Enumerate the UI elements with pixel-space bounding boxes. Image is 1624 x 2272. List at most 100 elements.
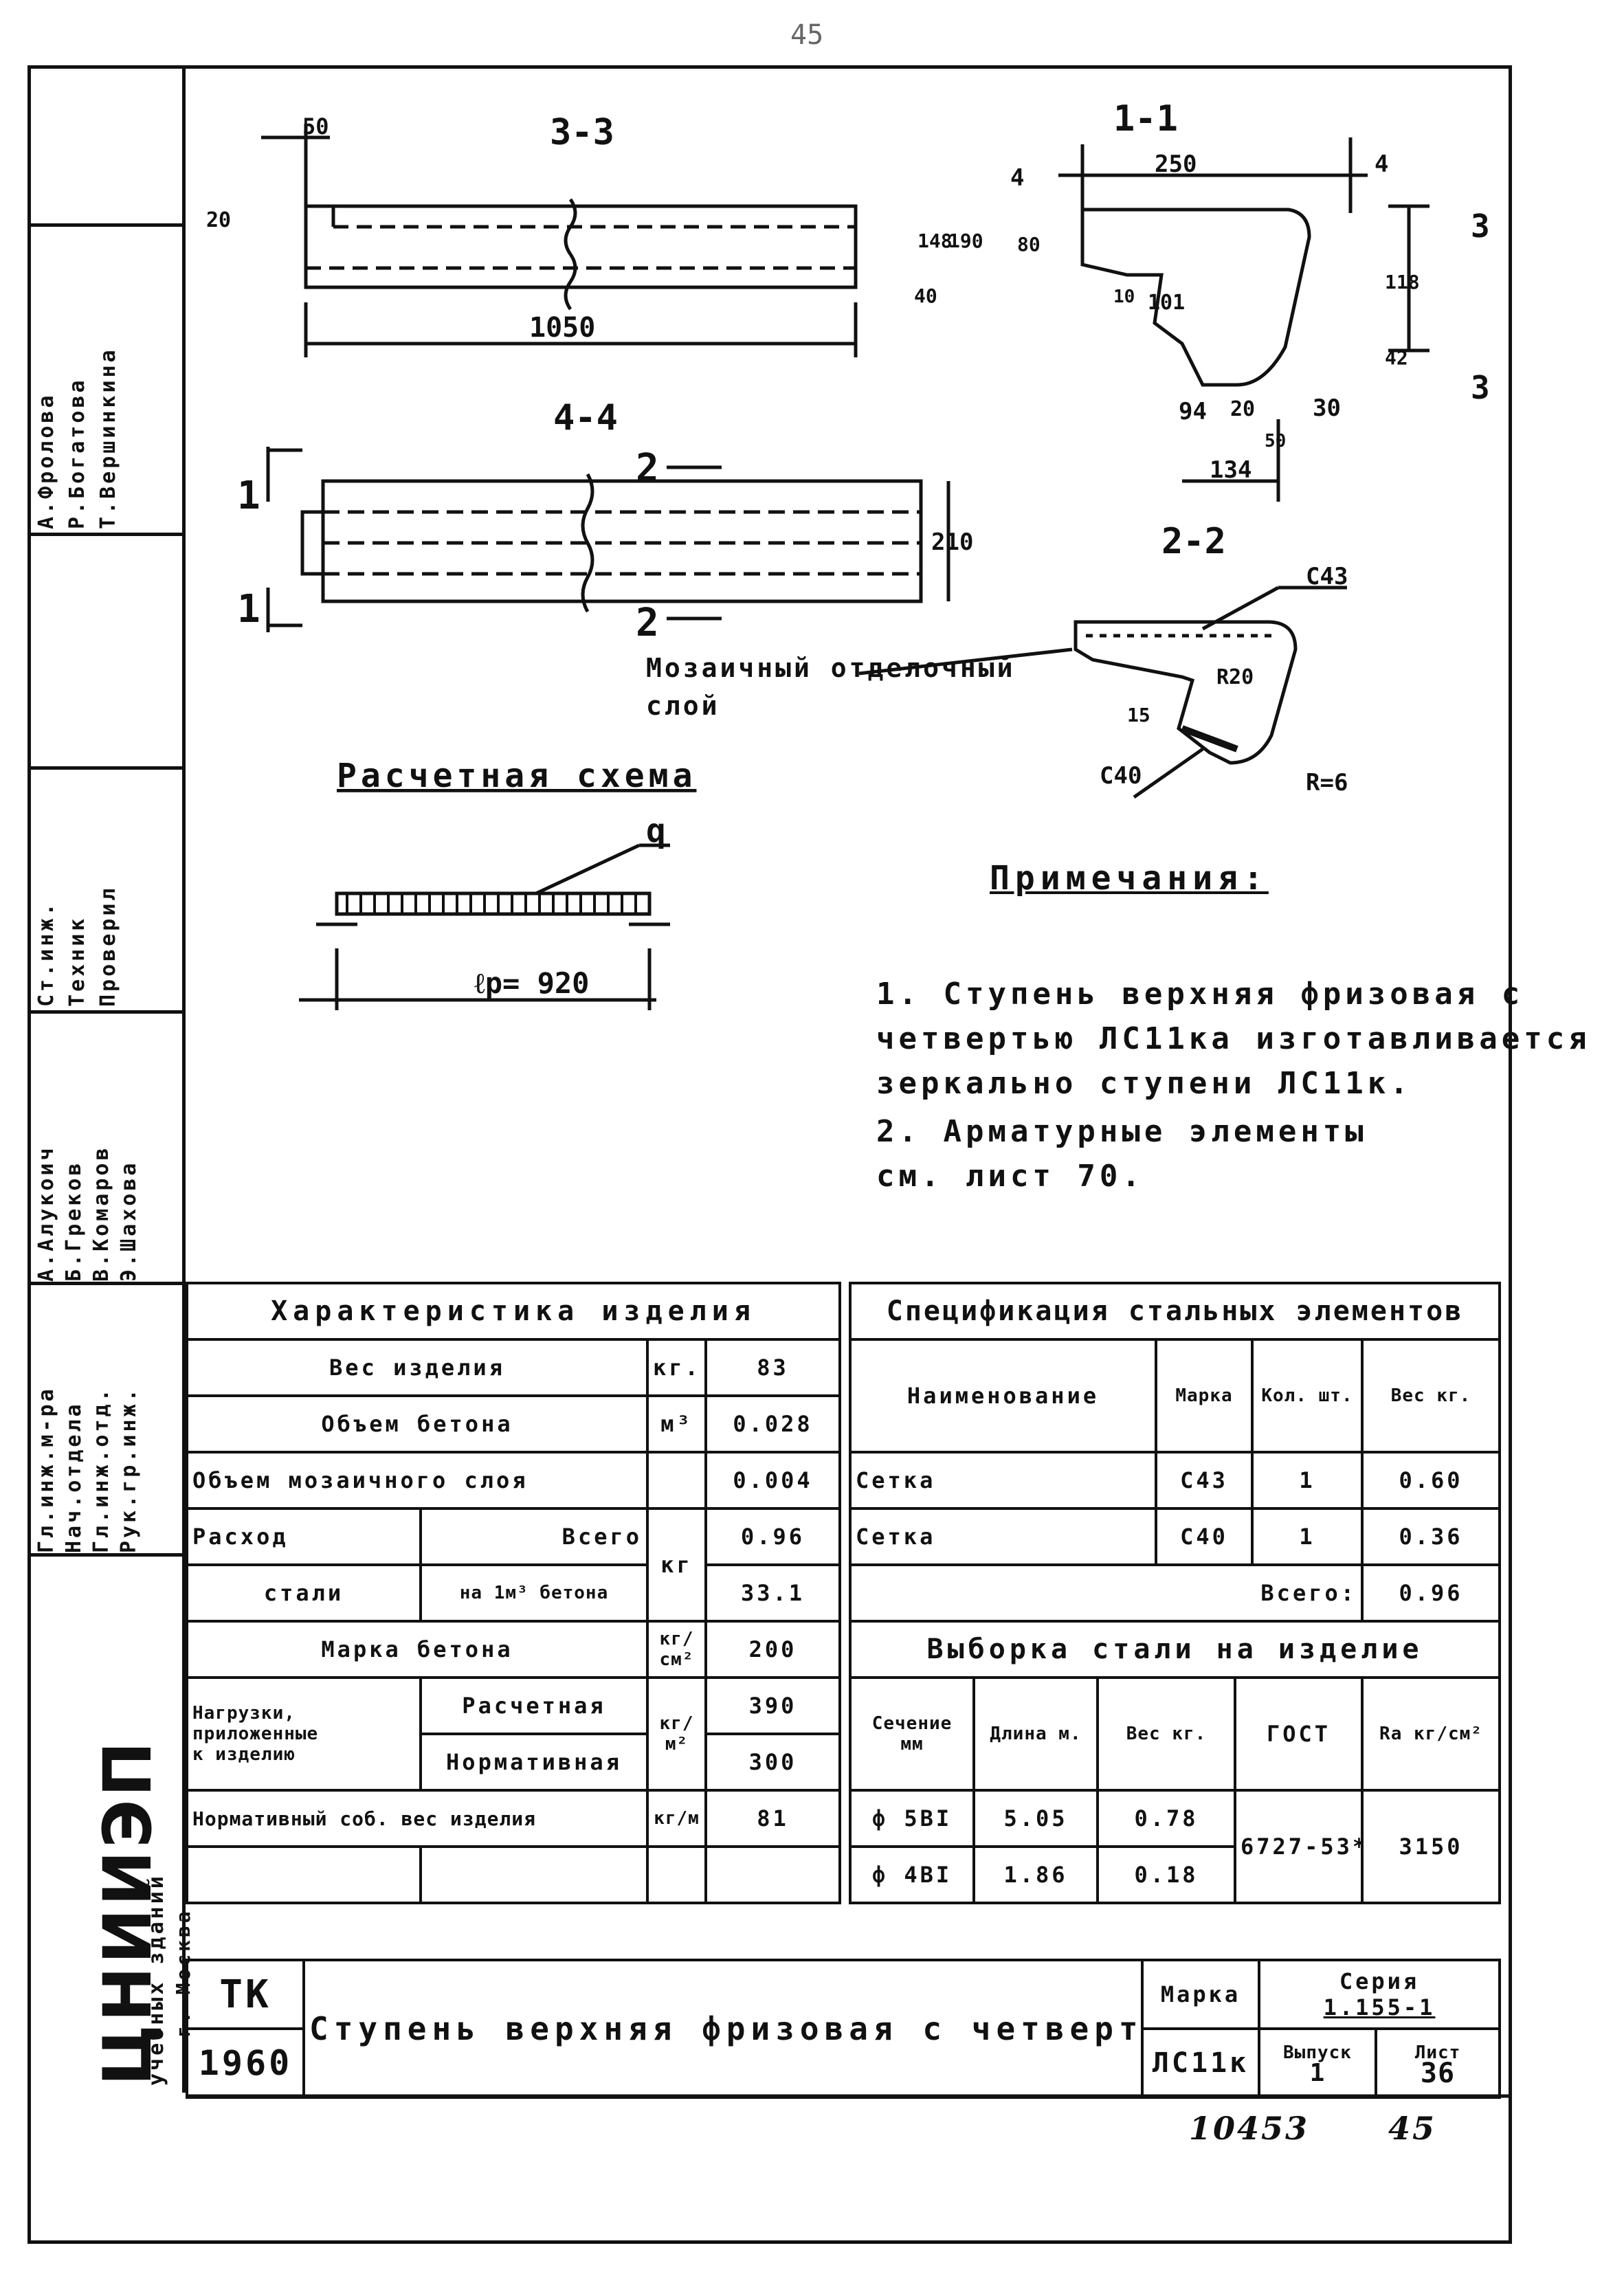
issue-value: 1	[1309, 2059, 1326, 2087]
concrete-volume-label: Объем бетона	[186, 1394, 649, 1454]
dim-101: 101	[1148, 291, 1185, 315]
load-norm-label: Нормативная	[419, 1733, 649, 1792]
concrete-grade-value: 200	[704, 1620, 841, 1679]
section-label-4-4: 4-4	[553, 397, 618, 438]
sample-gost: 6727-53*	[1234, 1789, 1364, 1904]
spec-row-2-weight: 0.36	[1360, 1507, 1502, 1566]
dim-3-top: 3	[1471, 208, 1490, 245]
stamp-role-3: Гл.инж.отд.	[89, 1386, 113, 1553]
sample-header-weight: Вес кг.	[1096, 1676, 1236, 1792]
section-mark-1-bottom: 1	[237, 587, 260, 632]
dim-210: 210	[931, 528, 973, 556]
dim-r20: R20	[1216, 665, 1254, 689]
left-approval-stamp: ЦНИИЭП учебных зданий г. Москва Гл.инж.м…	[27, 65, 194, 2093]
notes-title: Примечания:	[990, 859, 1269, 898]
stamp-role2-3: Проверил	[96, 885, 120, 1007]
load-calc-value: 390	[704, 1676, 841, 1735]
footer-page-number: 45	[1388, 2110, 1437, 2147]
spec-row-1-weight: 0.60	[1360, 1451, 1502, 1510]
mosaic-layer-label-2: слой	[646, 691, 720, 721]
dim-4b: 4	[1375, 151, 1388, 178]
characteristics-title: Характеристика изделия	[186, 1282, 841, 1341]
note-line-2: четвертью ЛС11ка изготавливается	[876, 1021, 1591, 1056]
rebar-mark-c40: С40	[1100, 762, 1142, 790]
spec-row-2-mark: С40	[1155, 1507, 1254, 1566]
calc-span: ℓp= 920	[474, 966, 589, 1000]
steel-per-m3-label: на 1м³ бетона	[419, 1563, 649, 1623]
dim-50: 50	[302, 113, 329, 140]
note-line-4: 2. Арматурные элементы	[876, 1114, 1368, 1149]
section-mark-1-top: 1	[237, 474, 260, 518]
sample-header-section: Сечение мм	[849, 1676, 975, 1792]
note-line-3: зеркально ступени ЛС11к.	[876, 1066, 1412, 1101]
stamp-role-1: Гл.инж.м-ра	[34, 1386, 58, 1553]
steel-total-value: 0.96	[704, 1507, 841, 1566]
series-cell: Серия 1.155-1	[1257, 1959, 1502, 2030]
dim-4: 4	[1010, 164, 1024, 192]
concrete-volume-value: 0.028	[704, 1394, 841, 1454]
note-line-5: см. лист 70.	[876, 1159, 1144, 1194]
steel-unit: кг	[646, 1507, 707, 1623]
spec-row-1-mark: С43	[1155, 1451, 1254, 1510]
sample-row-2-length: 1.86	[972, 1845, 1099, 1904]
sample-row-1-section: ф 5ВI	[849, 1789, 975, 1848]
weight-value: 83	[704, 1338, 841, 1397]
stamp-name2-1: А.Фролова	[34, 392, 58, 529]
steel-label-2: стали	[186, 1563, 422, 1623]
org-sub-1: учебных зданий	[144, 1873, 168, 2086]
page-number: 45	[790, 19, 824, 51]
spec-header-weight: Вес кг.	[1360, 1338, 1502, 1454]
calc-load-q: q	[646, 812, 666, 850]
stamp-name-4: Э.Шахова	[117, 1160, 141, 1282]
title-block: ТК Ступень верхняя фризовая с четвертью …	[186, 1959, 1502, 2099]
mark-label: Марка	[1141, 1959, 1260, 2030]
spec-row-2-name: Сетка	[849, 1507, 1157, 1566]
dim-10: 10	[1113, 287, 1135, 307]
self-weight-unit: кг/м	[646, 1789, 707, 1848]
spec-row-1-name: Сетка	[849, 1451, 1157, 1510]
spec-header-mark: Марка	[1155, 1338, 1254, 1454]
stamp-role-4: Рук.гр.инж.	[117, 1386, 141, 1553]
sample-row-2-section: ф 4ВI	[849, 1845, 975, 1904]
mosaic-layer-label: Мозаичный отделочный	[646, 653, 1016, 683]
stamp-role-2: Нач.отдела	[62, 1401, 86, 1553]
section-mark-2-top: 2	[636, 446, 659, 491]
sample-row-1-length: 5.05	[972, 1789, 1099, 1848]
loads-label-2: приложенные	[192, 1724, 319, 1744]
sample-row-2-weight: 0.18	[1096, 1845, 1236, 1904]
mosaic-volume-label: Объем мозаичного слоя	[186, 1451, 649, 1510]
stamp-name2-2: Р.Богатова	[65, 377, 89, 529]
stamp-name-1: А.Алукоич	[34, 1145, 58, 1282]
series-value: 1.155-1	[1323, 1994, 1436, 2020]
section-label-1-1: 1-1	[1113, 98, 1178, 140]
concrete-volume-unit: м³	[646, 1394, 707, 1454]
calc-beam	[335, 891, 652, 916]
section-label-2-2: 2-2	[1161, 521, 1226, 562]
load-unit: кг/м²	[646, 1676, 707, 1792]
self-weight-value: 81	[704, 1789, 841, 1848]
dim-20: 20	[206, 208, 231, 232]
dim-42: 42	[1385, 346, 1408, 369]
product-name: Ступень верхняя фризовая с четвертью	[302, 1959, 1144, 2099]
spec-title: Спецификация стальных элементов	[848, 1282, 1502, 1341]
steel-total-label: Всего	[419, 1507, 649, 1566]
steel-per-m3-value: 33.1	[704, 1563, 841, 1623]
stamp-name-2: Б.Греков	[62, 1160, 86, 1282]
dim-250: 250	[1155, 151, 1197, 178]
sheet-cell: Лист 36	[1374, 2027, 1502, 2099]
mosaic-volume-value: 0.004	[704, 1451, 841, 1510]
loads-label-3: к изделию	[192, 1744, 296, 1765]
dim-30: 30	[1313, 394, 1341, 422]
issue-label: Выпуск	[1283, 2042, 1352, 2063]
weight-label: Вес изделия	[186, 1338, 649, 1397]
sheet-label: Лист	[1414, 2042, 1461, 2063]
spec-total-value: 0.96	[1360, 1563, 1502, 1623]
concrete-grade-label: Марка бетона	[186, 1620, 649, 1679]
dim-20b: 20	[1230, 397, 1255, 421]
issue-cell: Выпуск 1	[1258, 2027, 1377, 2099]
series-label: Серия	[1339, 1968, 1420, 1994]
dim-50b: 50	[1265, 431, 1286, 452]
concrete-grade-unit: кг/см²	[646, 1620, 707, 1679]
weight-unit: кг.	[646, 1338, 707, 1397]
